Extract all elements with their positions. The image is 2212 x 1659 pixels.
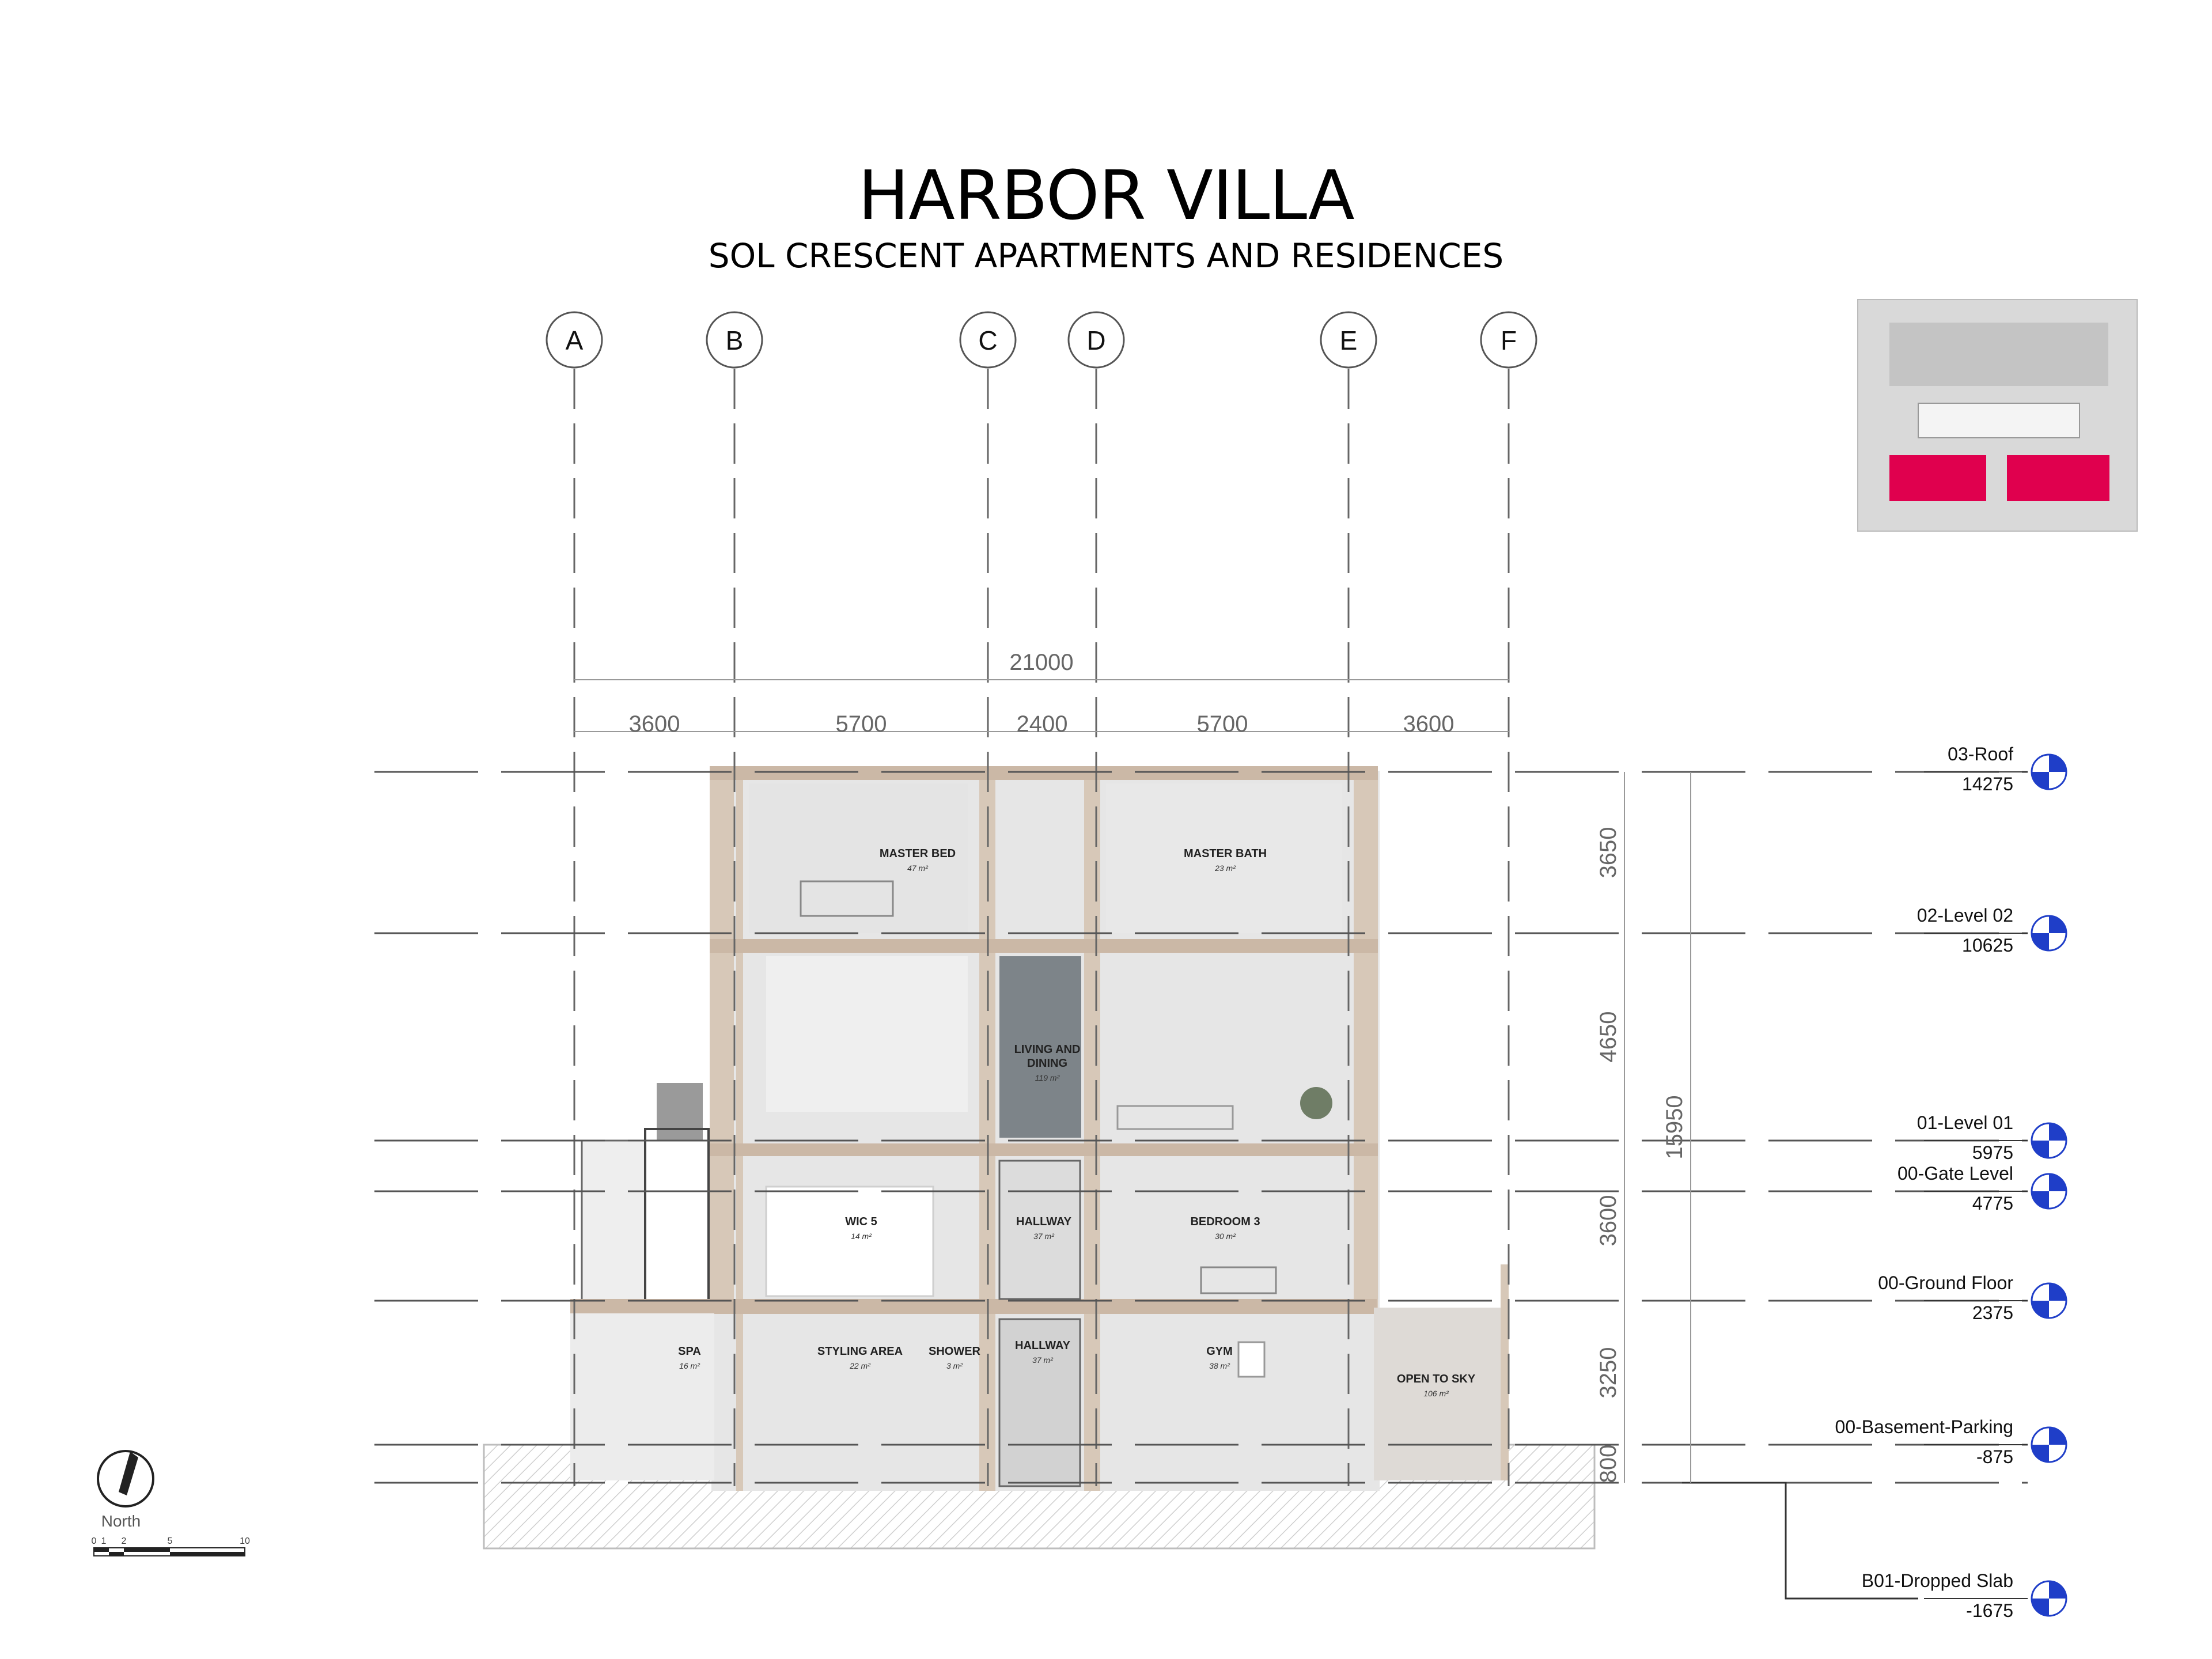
grid-label: D bbox=[1086, 325, 1105, 355]
level-elevation: 10625 bbox=[1962, 935, 2013, 956]
scale-bar bbox=[93, 1547, 245, 1556]
dim-segment: 800 bbox=[1596, 1445, 1621, 1483]
room-area: 14 m² bbox=[851, 1232, 872, 1241]
room-area: 16 m² bbox=[679, 1361, 700, 1370]
level-name: B01-Dropped Slab bbox=[1862, 1570, 2013, 1591]
room-name: BEDROOM 3 bbox=[1190, 1215, 1260, 1228]
room-area: 47 m² bbox=[907, 863, 929, 873]
north-arrow bbox=[97, 1450, 154, 1508]
dim-segment: 2400 bbox=[1017, 711, 1068, 737]
grid-label: C bbox=[978, 325, 997, 355]
scale-label: 0 bbox=[92, 1536, 97, 1546]
room-name: MASTER BED bbox=[880, 847, 956, 860]
room-name: STYLING AREA bbox=[817, 1345, 903, 1358]
dim-segment: 3600 bbox=[1596, 1195, 1621, 1247]
dropped-slab-leader bbox=[1682, 1482, 1918, 1600]
level-name: 00-Basement-Parking bbox=[1835, 1416, 2013, 1437]
grid-lines: A B C D E F bbox=[546, 311, 1537, 1486]
room-name: LIVING AND bbox=[1014, 1043, 1081, 1056]
level-marker-fill bbox=[2032, 1191, 2049, 1209]
dimensions: 21000 3600 5700 2400 5700 3600 3650 4650 3600 325… bbox=[574, 650, 1691, 1483]
level-marker-fill bbox=[2032, 1445, 2049, 1462]
page-title: HARBOR VILLA bbox=[858, 156, 1354, 235]
dim-overall: 21000 bbox=[1009, 650, 1073, 675]
building-section bbox=[570, 766, 1509, 1491]
dim-segment: 3650 bbox=[1596, 827, 1621, 878]
grid-label: A bbox=[566, 325, 584, 355]
dim-segment: 5700 bbox=[1197, 711, 1248, 737]
scale-label: 2 bbox=[122, 1536, 127, 1546]
grid-bubble bbox=[1480, 311, 1537, 369]
level-marker-fill bbox=[2032, 1301, 2049, 1318]
level-name: 00-Ground Floor bbox=[1878, 1272, 2013, 1293]
level-marker-fill bbox=[2032, 1599, 2049, 1616]
room-area: 106 m² bbox=[1423, 1389, 1449, 1398]
level-marker-fill bbox=[2049, 1581, 2066, 1599]
dim-overall: 15950 bbox=[1662, 1095, 1687, 1159]
room-tags: MASTER BED 47 m² MASTER BATH 23 m² LIVING AN… bbox=[678, 847, 1476, 1398]
level-elevation: 5975 bbox=[1972, 1142, 2013, 1163]
room-name: SPA bbox=[678, 1345, 701, 1358]
room-name: OPEN TO SKY bbox=[1397, 1373, 1476, 1385]
dim-segment: 3600 bbox=[1403, 711, 1455, 737]
level-elevation: 4775 bbox=[1972, 1193, 2013, 1214]
grid-label: E bbox=[1340, 325, 1358, 355]
level-marker-fill bbox=[2049, 1123, 2066, 1141]
room-area: 38 m² bbox=[1209, 1361, 1230, 1370]
level-name: 00-Gate Level bbox=[1897, 1163, 2013, 1184]
room-name: HALLWAY bbox=[1015, 1339, 1071, 1352]
room-name: GYM bbox=[1206, 1345, 1233, 1358]
dim-segment: 3600 bbox=[629, 711, 680, 737]
scale-label: 5 bbox=[168, 1536, 173, 1546]
grid-label: B bbox=[726, 325, 744, 355]
room-area: 22 m² bbox=[849, 1361, 871, 1370]
level-marker-fill bbox=[2032, 1141, 2049, 1158]
room-area: 23 m² bbox=[1214, 863, 1236, 873]
room-area: 30 m² bbox=[1215, 1232, 1236, 1241]
level-marker-fill bbox=[2049, 1174, 2066, 1191]
level-elevation: 2375 bbox=[1972, 1302, 2013, 1323]
key-plan bbox=[1857, 299, 2138, 532]
level-name: 01-Level 01 bbox=[1917, 1112, 2013, 1133]
north-label: North bbox=[101, 1512, 141, 1530]
level-marker-fill bbox=[2049, 1283, 2066, 1301]
level-lines: 03-Roof 14275 02-Level 02 10625 01-Level 01 5… bbox=[374, 744, 2067, 1621]
dim-segment: 3250 bbox=[1596, 1347, 1621, 1399]
level-elevation: -1675 bbox=[1966, 1600, 2013, 1621]
room-name: DINING bbox=[1027, 1057, 1067, 1070]
room-name: SHOWER bbox=[929, 1345, 981, 1358]
level-marker-fill bbox=[2049, 755, 2066, 772]
dim-segment: 4650 bbox=[1596, 1012, 1621, 1063]
level-name: 03-Roof bbox=[1948, 744, 2013, 764]
page-subtitle: SOL CRESCENT APARTMENTS AND RESIDENCES bbox=[708, 236, 1504, 275]
level-elevation: 14275 bbox=[1962, 774, 2013, 794]
scale-label: 1 bbox=[101, 1536, 107, 1546]
scale-label: 10 bbox=[240, 1536, 250, 1546]
exterior-stair bbox=[581, 1083, 710, 1315]
room-name: WIC 5 bbox=[845, 1215, 877, 1228]
level-marker-fill bbox=[2049, 1427, 2066, 1445]
grid-bubble bbox=[1320, 311, 1377, 369]
room-name: MASTER BATH bbox=[1184, 847, 1267, 860]
room-area: 37 m² bbox=[1033, 1232, 1055, 1241]
room-area: 119 m² bbox=[1035, 1073, 1060, 1082]
room-name: HALLWAY bbox=[1016, 1215, 1072, 1228]
level-marker-fill bbox=[2049, 916, 2066, 933]
grid-bubble bbox=[706, 311, 763, 369]
level-marker-fill bbox=[2032, 772, 2049, 789]
grid-bubble bbox=[959, 311, 1017, 369]
level-marker-fill bbox=[2032, 933, 2049, 950]
grid-label: F bbox=[1501, 325, 1517, 355]
level-elevation: -875 bbox=[1976, 1446, 2013, 1467]
room-area: 37 m² bbox=[1032, 1355, 1054, 1365]
dim-segment: 5700 bbox=[836, 711, 887, 737]
room-area: 3 m² bbox=[946, 1361, 963, 1370]
grid-bubble bbox=[1067, 311, 1125, 369]
level-name: 02-Level 02 bbox=[1917, 905, 2013, 926]
grid-bubble bbox=[546, 311, 603, 369]
